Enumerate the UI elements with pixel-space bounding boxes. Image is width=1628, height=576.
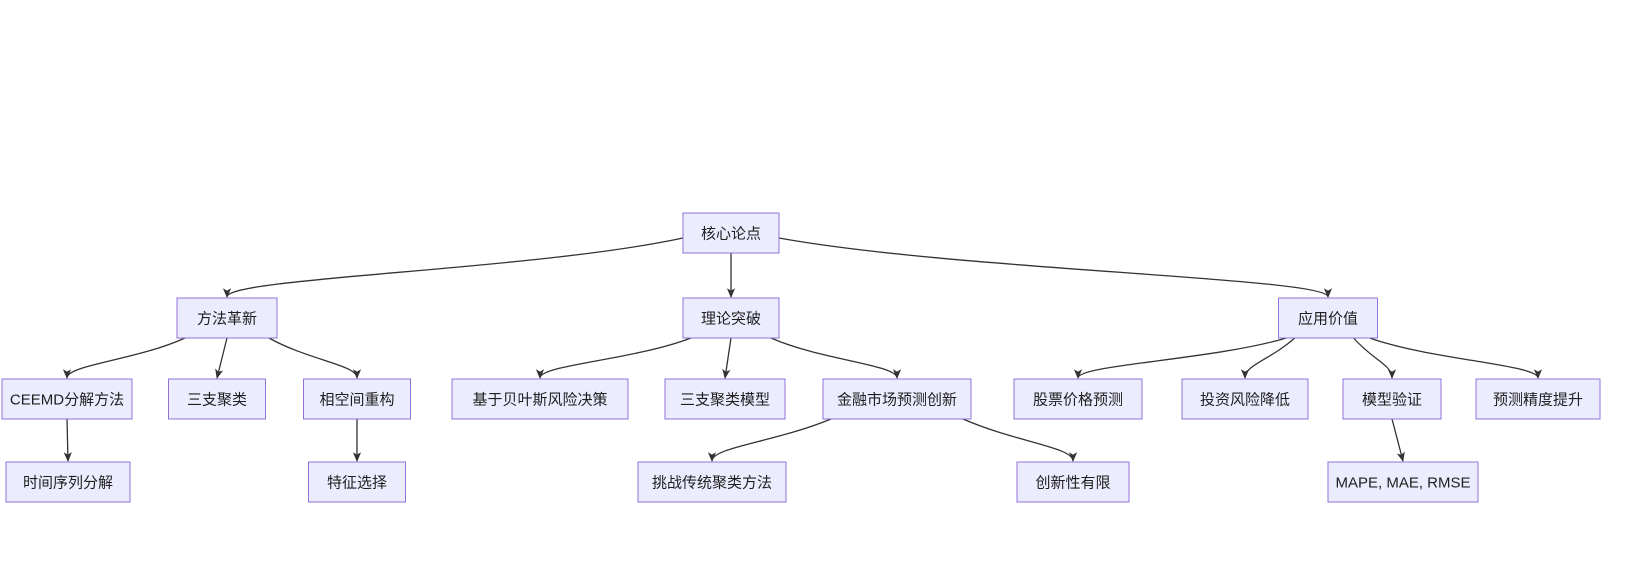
node-box-error-metrics — [1327, 461, 1479, 503]
node-phase-space-reconstruction: 相空间重构 — [303, 378, 411, 420]
node-theory-breakthrough: 理论突破 — [682, 297, 780, 339]
node-label-challenge-traditional-clustering: 挑战传统聚类方法 — [652, 475, 772, 492]
edge-core-thesis-to-application-value — [778, 237, 1332, 298]
node-box-application-value — [1278, 297, 1378, 339]
node-label-bayesian-risk-decision: 基于贝叶斯风险决策 — [472, 392, 607, 409]
edge-application-value-to-investment-risk-reduction — [1240, 337, 1296, 379]
edges-layer — [62, 237, 1543, 462]
edge-core-thesis-to-method-innovation — [223, 237, 684, 298]
node-box-ceemd-decomposition — [1, 378, 133, 420]
edge-method-innovation-to-phase-space-reconstruction — [268, 337, 362, 379]
node-box-stock-price-prediction — [1013, 378, 1143, 420]
node-label-error-metrics: MAPE, MAE, RMSE — [1335, 475, 1470, 492]
node-label-application-value: 应用价值 — [1298, 310, 1358, 328]
node-model-validation: 模型验证 — [1342, 378, 1442, 420]
node-label-ceemd-decomposition: CEEMD分解方法 — [10, 392, 124, 409]
node-box-challenge-traditional-clustering — [637, 461, 787, 503]
edge-financial-market-forecast-innovation-to-limited-innovation — [962, 418, 1078, 462]
node-box-method-innovation — [176, 297, 278, 339]
node-limited-innovation: 创新性有限 — [1016, 461, 1130, 503]
node-box-limited-innovation — [1016, 461, 1130, 503]
node-challenge-traditional-clustering: 挑战传统聚类方法 — [637, 461, 787, 503]
node-box-feature-selection — [308, 461, 406, 503]
node-method-innovation: 方法革新 — [176, 297, 278, 339]
node-box-phase-space-reconstruction — [303, 378, 411, 420]
node-box-three-way-clustering — [168, 378, 266, 420]
node-application-value: 应用价值 — [1278, 297, 1378, 339]
edge-model-validation-to-error-metrics — [1391, 418, 1405, 462]
node-box-forecast-precision-improvement — [1475, 378, 1601, 420]
node-label-theory-breakthrough: 理论突破 — [701, 311, 761, 328]
node-label-feature-selection: 特征选择 — [327, 475, 387, 492]
node-label-financial-market-forecast-innovation: 金融市场预测创新 — [837, 392, 957, 409]
node-label-core-thesis: 核心论点 — [701, 226, 761, 243]
node-core-thesis: 核心论点 — [682, 212, 780, 254]
node-box-theory-breakthrough — [682, 297, 780, 339]
node-label-three-way-clustering: 三支聚类 — [187, 392, 247, 409]
node-box-financial-market-forecast-innovation — [822, 378, 972, 420]
node-feature-selection: 特征选择 — [308, 461, 406, 503]
edge-ceemd-decomposition-to-time-series-decomposition — [63, 418, 72, 462]
edge-method-innovation-to-ceemd-decomposition — [62, 337, 186, 379]
node-label-phase-space-reconstruction: 相空间重构 — [319, 392, 394, 409]
node-box-three-way-cluster-model — [664, 378, 786, 420]
node-financial-market-forecast-innovation: 金融市场预测创新 — [822, 378, 972, 420]
node-three-way-clustering: 三支聚类 — [168, 378, 266, 420]
node-stock-price-prediction: 股票价格预测 — [1013, 378, 1143, 420]
node-box-core-thesis — [682, 212, 780, 254]
node-three-way-cluster-model: 三支聚类模型 — [664, 378, 786, 420]
edge-method-innovation-to-three-way-clustering — [215, 337, 228, 379]
edge-application-value-to-forecast-precision-improvement — [1369, 337, 1543, 379]
edge-application-value-to-stock-price-prediction — [1073, 337, 1287, 379]
edge-application-value-to-model-validation — [1353, 337, 1397, 379]
edge-theory-breakthrough-to-bayesian-risk-decision — [535, 337, 692, 379]
node-label-forecast-precision-improvement: 预测精度提升 — [1493, 392, 1583, 409]
node-forecast-precision-improvement: 预测精度提升 — [1475, 378, 1601, 420]
node-time-series-decomposition: 时间序列分解 — [5, 461, 131, 503]
edge-financial-market-forecast-innovation-to-challenge-traditional-clustering — [707, 418, 832, 462]
node-label-time-series-decomposition: 时间序列分解 — [23, 475, 113, 492]
edge-theory-breakthrough-to-three-way-cluster-model — [722, 337, 732, 379]
node-bayesian-risk-decision: 基于贝叶斯风险决策 — [451, 378, 629, 420]
node-investment-risk-reduction: 投资风险降低 — [1181, 378, 1309, 420]
node-box-investment-risk-reduction — [1181, 378, 1309, 420]
node-label-stock-price-prediction: 股票价格预测 — [1033, 392, 1123, 409]
node-box-model-validation — [1342, 378, 1442, 420]
node-label-limited-innovation: 创新性有限 — [1035, 475, 1110, 492]
node-label-method-innovation: 方法革新 — [197, 311, 257, 328]
node-label-three-way-cluster-model: 三支聚类模型 — [680, 392, 770, 409]
node-label-investment-risk-reduction: 投资风险降低 — [1200, 392, 1290, 409]
node-box-time-series-decomposition — [5, 461, 131, 503]
edge-theory-breakthrough-to-financial-market-forecast-innovation — [770, 337, 902, 379]
node-ceemd-decomposition: CEEMD分解方法 — [1, 378, 133, 420]
node-label-model-validation: 模型验证 — [1362, 392, 1422, 409]
node-box-bayesian-risk-decision — [451, 378, 629, 420]
node-error-metrics: MAPE, MAE, RMSE — [1327, 461, 1479, 503]
